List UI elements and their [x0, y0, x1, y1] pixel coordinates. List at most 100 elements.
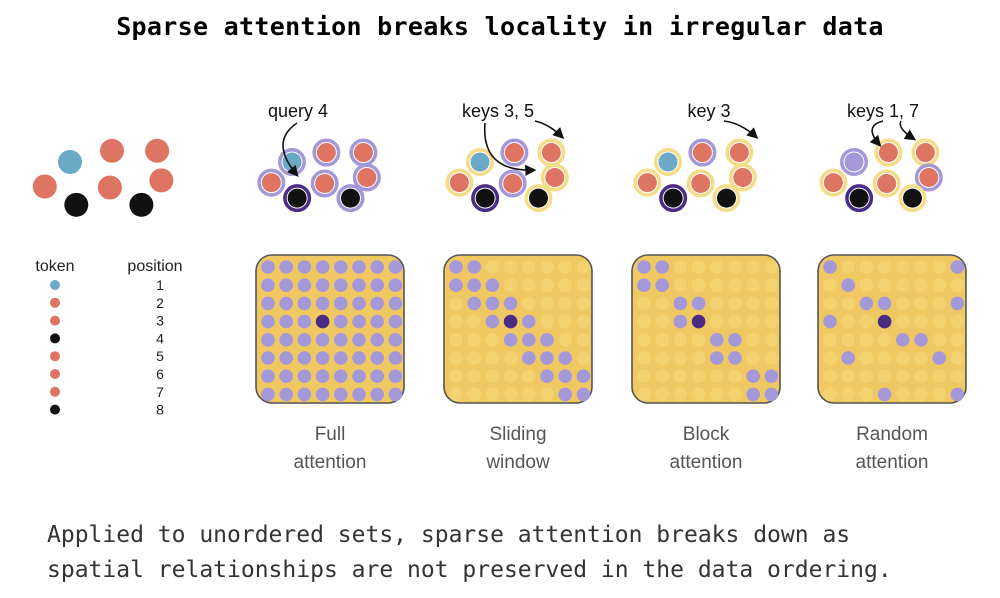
matrix-random [817, 254, 967, 404]
cell-random-6-0 [823, 369, 837, 384]
cell-sliding-7-0 [449, 387, 463, 402]
cell-block-5-0 [637, 351, 651, 365]
matrix-full [255, 254, 405, 404]
cell-sliding-7-3 [503, 387, 518, 402]
panel-token-random-1 [844, 152, 864, 172]
cell-random-3-4 [896, 314, 910, 329]
cell-block-2-3 [691, 296, 706, 311]
cell-full-2-7 [388, 296, 403, 311]
cell-block-6-3 [691, 369, 706, 384]
cell-full-4-1 [279, 333, 294, 347]
cell-block-7-4 [710, 387, 724, 402]
cell-full-0-5 [352, 260, 366, 274]
cell-block-0-1 [655, 260, 669, 274]
cell-full-7-6 [370, 387, 385, 402]
legend-dot-1 [50, 280, 60, 290]
cell-sliding-1-2 [485, 278, 500, 293]
annotation-sliding: keys 3, 5 [462, 101, 534, 121]
cell-random-7-4 [896, 387, 910, 402]
panel-token-full-6 [353, 143, 373, 163]
arrow-block-0 [723, 120, 759, 139]
panel-token-full-7 [357, 167, 377, 187]
cell-full-5-1 [279, 351, 294, 365]
cell-random-0-4 [896, 260, 910, 274]
cell-random-0-1 [841, 260, 855, 274]
cell-sliding-3-7 [576, 314, 591, 329]
ring-sliding-8 [524, 184, 553, 213]
cell-full-7-4 [334, 387, 348, 402]
cell-block-2-1 [655, 296, 669, 311]
cell-sliding-5-1 [467, 351, 482, 365]
matrix-sliding [443, 254, 593, 404]
cell-sliding-3-3 [503, 314, 518, 329]
cell-sliding-3-1 [467, 314, 482, 329]
legend-position-2: 2 [156, 295, 164, 311]
cell-full-7-5 [352, 387, 366, 402]
cell-random-5-0 [823, 351, 837, 365]
annotation-block: key 3 [687, 101, 730, 121]
legend-dot-7 [50, 386, 60, 397]
cell-block-1-7 [764, 278, 779, 293]
cell-block-0-0 [637, 260, 651, 274]
cell-sliding-0-1 [467, 260, 482, 274]
cell-block-5-1 [655, 351, 669, 365]
ring-block-2 [633, 168, 662, 197]
cell-full-0-7 [388, 260, 403, 274]
cell-full-3-6 [370, 314, 385, 329]
cell-full-2-2 [297, 296, 312, 311]
panel-token-block-2 [637, 173, 657, 193]
cell-sliding-2-3 [503, 296, 518, 311]
panel-token-random-4 [849, 188, 869, 208]
arrow-sliding-0 [483, 122, 537, 176]
token-6 [145, 138, 170, 163]
cell-full-2-5 [352, 296, 366, 311]
cell-sliding-3-0 [449, 314, 463, 329]
cell-full-5-7 [388, 351, 403, 365]
cell-sliding-0-2 [485, 260, 500, 274]
panel-token-full-3 [316, 143, 336, 163]
cell-random-5-1 [841, 351, 855, 365]
cell-random-6-5 [914, 369, 928, 384]
label-full-line1: Full [315, 424, 346, 445]
cell-block-7-7 [764, 387, 779, 402]
cell-sliding-1-3 [503, 278, 518, 293]
panel-token-full-2 [261, 173, 281, 193]
cell-block-5-6 [746, 351, 760, 365]
ring-sliding-4 [471, 184, 500, 213]
label-random-line2: attention [856, 452, 929, 473]
panel-token-sliding-6 [541, 143, 561, 163]
cell-sliding-5-5 [540, 351, 554, 365]
ring-random-4 [845, 184, 874, 213]
cell-block-7-3 [691, 387, 706, 402]
cell-full-4-6 [370, 333, 385, 347]
cell-full-2-6 [370, 296, 385, 311]
cell-random-7-7 [950, 387, 965, 402]
panel-token-sliding-5 [503, 174, 523, 193]
cell-full-5-5 [352, 351, 366, 365]
cell-block-2-5 [728, 296, 742, 311]
cell-sliding-6-1 [467, 369, 482, 384]
cell-full-1-1 [279, 278, 294, 293]
legend-position-3: 3 [156, 313, 164, 329]
cell-sliding-7-7 [576, 387, 591, 402]
cell-full-6-0 [261, 369, 275, 384]
caption-line-2: spatial relationships are not preserved … [47, 557, 892, 583]
cell-random-6-6 [932, 369, 946, 384]
cell-full-6-1 [279, 369, 294, 384]
cell-full-3-3 [315, 314, 330, 329]
cell-sliding-1-7 [576, 278, 591, 293]
token-7 [149, 168, 174, 193]
cell-random-6-4 [896, 369, 910, 384]
ring-sliding-1 [466, 148, 494, 176]
cell-block-2-2 [673, 296, 688, 311]
cell-full-2-1 [279, 296, 294, 311]
cell-random-0-6 [932, 260, 946, 274]
cell-full-2-3 [315, 296, 330, 311]
cell-sliding-6-4 [522, 369, 536, 384]
cell-random-5-4 [896, 351, 910, 365]
cell-full-1-2 [297, 278, 312, 293]
cell-block-1-5 [728, 278, 742, 293]
cell-block-0-7 [764, 260, 779, 274]
